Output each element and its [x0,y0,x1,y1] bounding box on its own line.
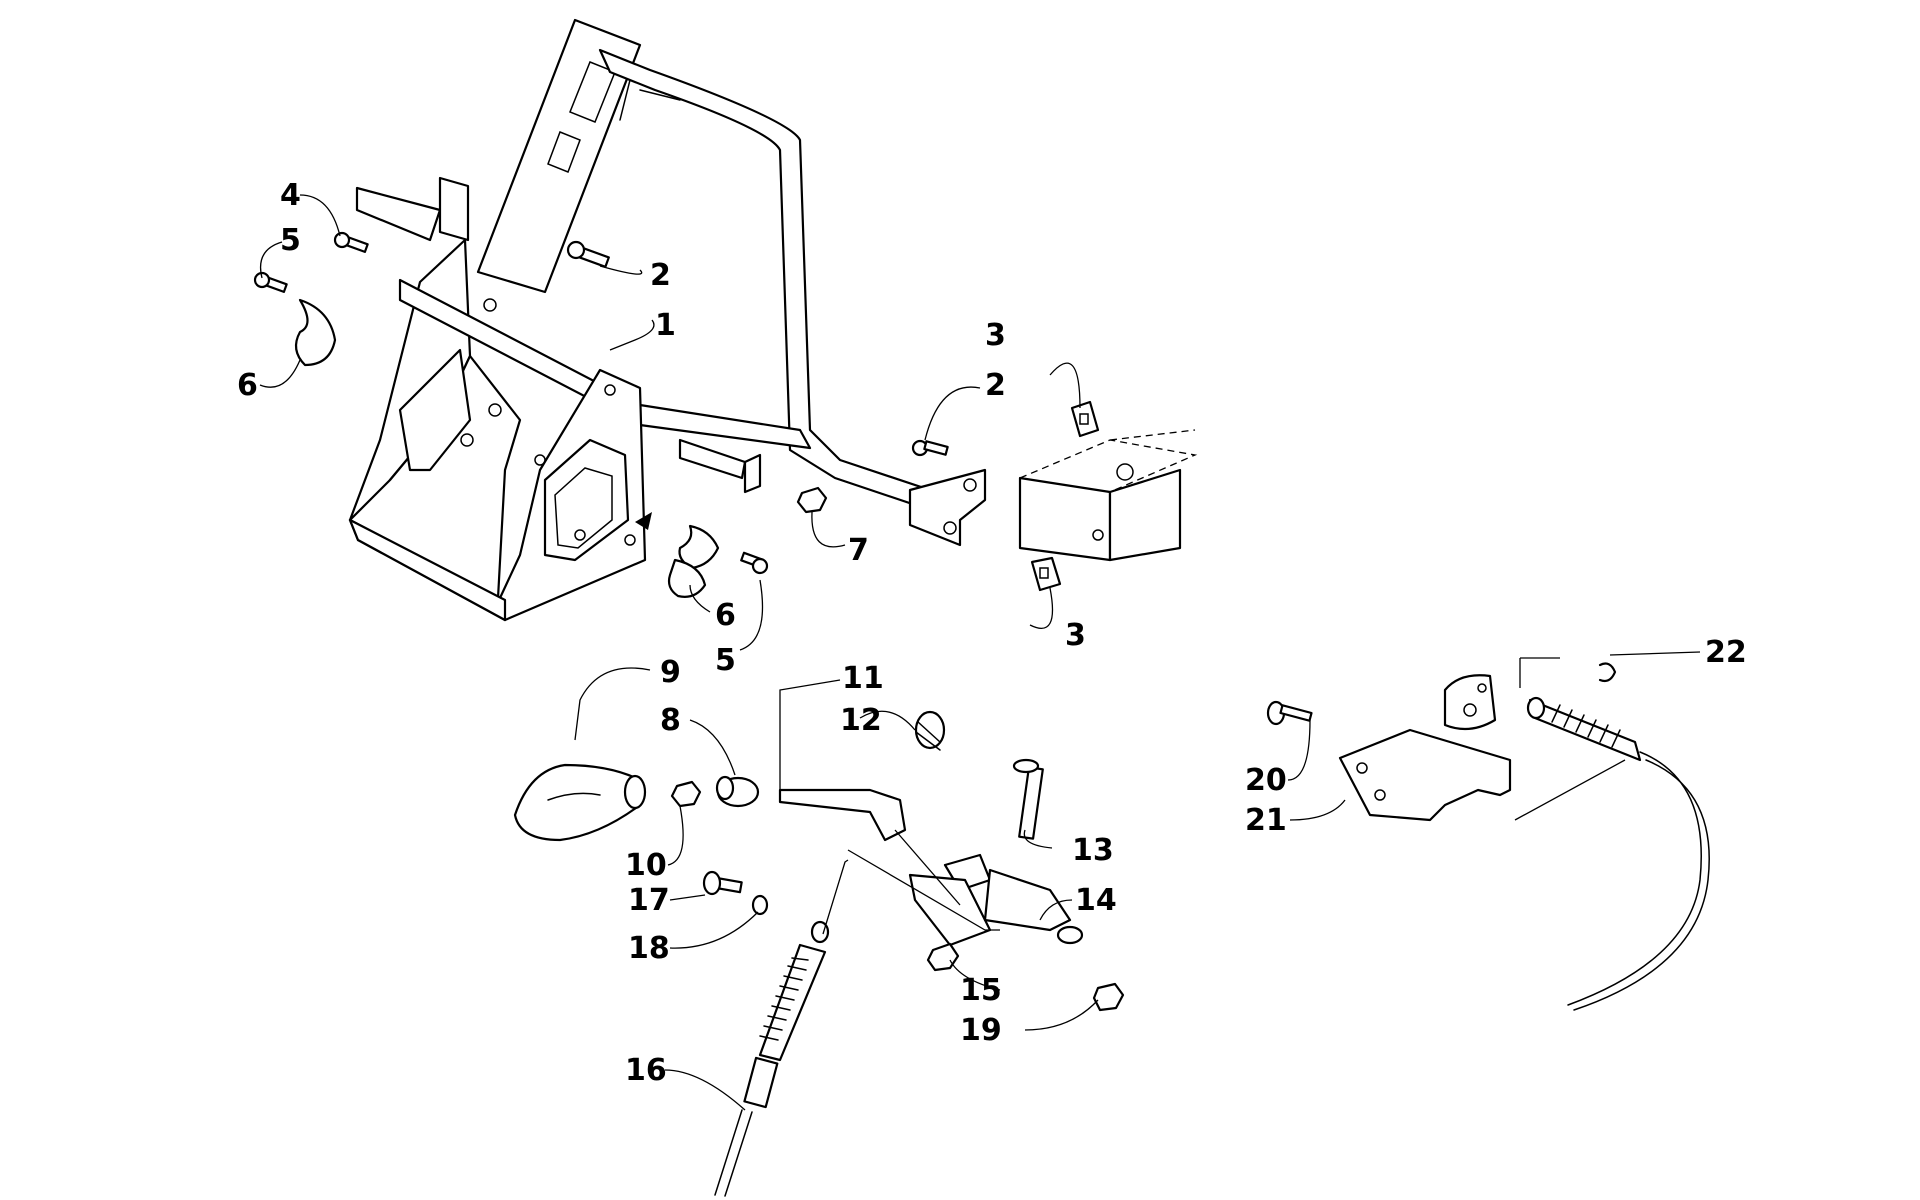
callout-6: 6 [715,598,736,633]
callout-10: 10 [625,848,667,883]
nut-15 [926,942,960,972]
callout-5: 5 [280,223,301,258]
callout-13: 13 [1072,833,1114,868]
clip-lower [1030,556,1062,592]
screw-5-upper [253,271,288,293]
nut-19 [1092,982,1125,1012]
pivot-bracket-14 [908,853,1084,947]
bracket-assembly [348,18,987,622]
washer-18 [751,894,769,916]
callout-5: 5 [715,643,736,678]
callout-2: 2 [650,258,671,293]
pin-13 [1012,758,1044,840]
spring-12 [914,710,946,751]
callout-16: 16 [625,1053,667,1088]
bushing-8 [715,775,760,808]
callout-7: 7 [848,533,869,568]
callouts: 1 2 2 3 3 4 5 5 6 6 7 8 9 10 11 12 13 14… [237,178,1747,1088]
callout-3: 3 [1065,618,1086,653]
callout-19: 19 [960,1013,1002,1048]
lever-11 [778,788,907,842]
screw-17 [702,870,743,896]
callout-18: 18 [628,931,670,966]
nut-10 [670,780,702,808]
cable-16 [714,859,849,1197]
callout-1: 1 [655,308,676,343]
callout-17: 17 [628,883,670,918]
callout-14: 14 [1075,883,1117,918]
callout-15: 15 [960,973,1002,1008]
callout-11: 11 [842,661,884,696]
screw-2-upper [566,240,610,268]
callout-9: 9 [660,655,681,690]
callout-12: 12 [840,703,882,738]
screw-20 [1266,700,1313,726]
callout-3: 3 [985,318,1006,353]
washer-6-lower [667,524,720,598]
nut-7 [796,486,828,514]
callout-21: 21 [1245,803,1287,838]
screw-5-lower [740,551,769,575]
e-clip-22 [1598,662,1617,683]
callout-6: 6 [237,368,258,403]
cable-end [1526,696,1710,1011]
screw-4 [333,231,369,253]
callout-22: 22 [1705,635,1747,670]
grip-9 [513,763,647,842]
callout-2: 2 [985,368,1006,403]
callout-4: 4 [280,178,301,213]
callout-8: 8 [660,703,681,738]
chassis-outline [1017,429,1198,562]
clip-upper [1070,400,1100,438]
lever-arm [1443,674,1497,731]
screw-2-right [911,439,949,457]
washer-6-upper [294,298,337,367]
callout-20: 20 [1245,763,1287,798]
leader-lines [259,194,1701,1111]
bracket-21 [1338,728,1512,822]
